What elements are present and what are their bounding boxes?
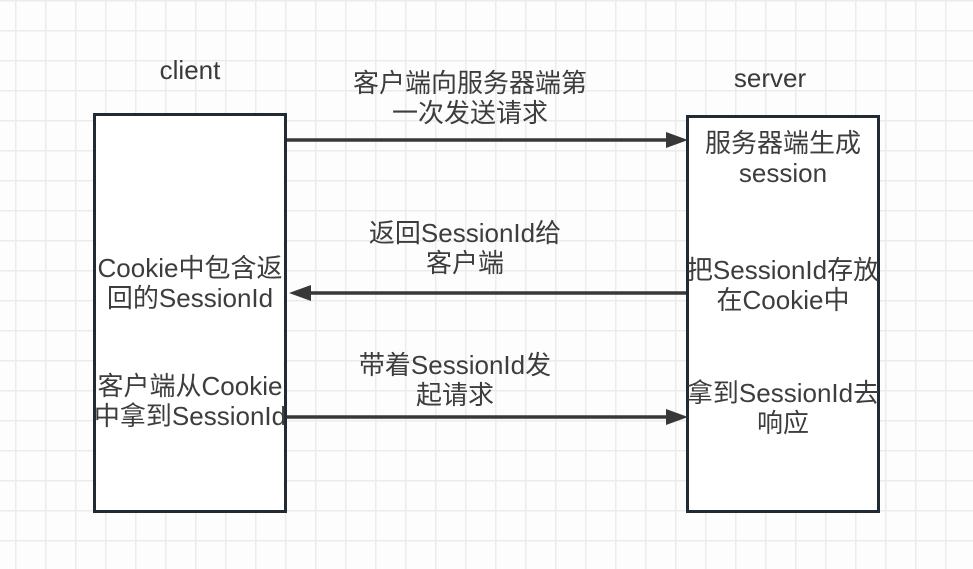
message-label-line: 带着SessionId发	[358, 350, 552, 380]
message-label-first-request: 客户端向服务器端第 一次发送请求	[320, 68, 620, 128]
message-label-line: 客户端向服务器端第	[352, 68, 587, 98]
note-line: 中拿到SessionId	[93, 401, 287, 431]
server-title: server	[733, 63, 807, 93]
arrow-return-sessionid	[289, 285, 686, 301]
note-line: Cookie中包含返	[97, 253, 283, 283]
note-line: 把SessionId存放	[686, 255, 880, 285]
message-label-return-sessionid: 返回SessionId给 客户端	[315, 218, 615, 278]
note-line: 客户端从Cookie	[97, 371, 283, 401]
message-label-line: 起请求	[415, 380, 494, 410]
server-box	[686, 115, 880, 513]
note-line: 拿到SessionId去	[686, 378, 880, 408]
client-box	[93, 113, 287, 513]
server-note-respond-with-sessionid: 拿到SessionId去 响应	[663, 378, 903, 438]
message-label-line: 一次发送请求	[391, 98, 548, 128]
message-label-line: 客户端	[425, 248, 504, 278]
note-line: 在Cookie中	[716, 285, 850, 315]
arrow-first-request	[287, 132, 688, 148]
note-line: 服务器端生成	[704, 128, 861, 158]
client-note-cookie-contains-sessionid: Cookie中包含返 回的SessionId	[70, 253, 310, 313]
note-line: session	[738, 158, 828, 188]
note-line: 回的SessionId	[106, 283, 274, 313]
server-note-store-sessionid-in-cookie: 把SessionId存放 在Cookie中	[663, 255, 903, 315]
client-note-get-sessionid-from-cookie: 客户端从Cookie 中拿到SessionId	[70, 371, 310, 431]
client-title: client	[159, 55, 221, 85]
message-label-request-with-sessionid: 带着SessionId发 起请求	[305, 350, 605, 410]
message-label-line: 返回SessionId给	[368, 218, 562, 248]
arrow-request-with-sessionid	[287, 409, 688, 425]
server-note-generate-session: 服务器端生成 session	[663, 128, 903, 188]
note-line: 响应	[756, 408, 809, 438]
